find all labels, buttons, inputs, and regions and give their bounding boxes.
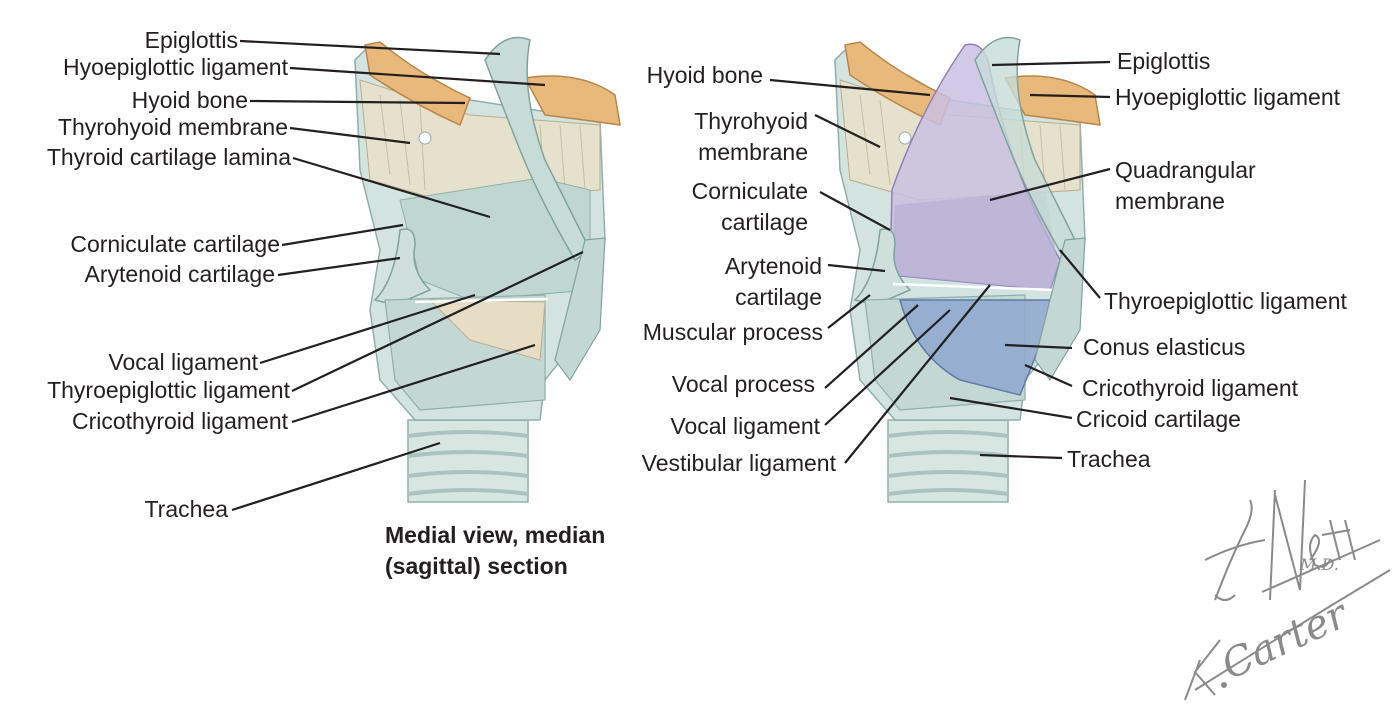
label-hyoid-bone-right: Hyoid bone — [646, 62, 763, 88]
label-quadrangular-membrane: Quadrangular membrane — [1115, 157, 1256, 214]
label-corniculate-cartilage-right: Corniculate cartilage — [691, 178, 808, 235]
left-hyoid-bone — [364, 41, 471, 127]
netter-signature: M.D. — [1204, 479, 1381, 601]
label-vestibular-ligament: Vestibular ligament — [641, 450, 836, 476]
left-larynx-illustration — [354, 36, 621, 503]
label-corniculate-cartilage-left: Corniculate cartilage — [70, 231, 280, 257]
label-thyroepiglottic-ligament-left: Thyroepiglottic ligament — [47, 377, 290, 403]
carter-signature: Carter — [1184, 569, 1391, 701]
caption-line-2: (sagittal) section — [385, 553, 568, 579]
label-hyoid-bone-left: Hyoid bone — [131, 87, 248, 113]
label-vocal-process: Vocal process — [671, 371, 815, 397]
caption-line-1: Medial view, median — [385, 522, 606, 548]
label-epiglottis-right: Epiglottis — [1117, 48, 1211, 74]
left-arytenoid-cartilage — [373, 228, 432, 306]
right-larynx-illustration — [834, 36, 1101, 503]
left-epiglottis — [484, 36, 591, 262]
label-conus-elasticus: Conus elasticus — [1083, 334, 1246, 360]
label-trachea-left: Trachea — [144, 496, 228, 522]
conus-elasticus — [899, 299, 1051, 396]
label-hyoepiglottic-ligament-right: Hyoepiglottic ligament — [1115, 84, 1341, 110]
label-arytenoid-cartilage-right: Arytenoid cartilage — [724, 253, 822, 310]
label-trachea-right: Trachea — [1067, 446, 1151, 472]
right-trachea-rings — [887, 419, 1009, 503]
label-cricoid-cartilage: Cricoid cartilage — [1076, 406, 1241, 432]
label-thyrohyoid-membrane-left: Thyrohyoid membrane — [57, 114, 288, 140]
right-epiglottis — [974, 36, 1081, 262]
label-thyroid-cartilage-lamina: Thyroid cartilage lamina — [46, 144, 291, 170]
label-epiglottis-left: Epiglottis — [144, 27, 238, 53]
label-thyrohyoid-membrane-right: Thyrohyoid membrane — [694, 108, 808, 165]
netter-signature-text: M.D. — [1299, 555, 1339, 574]
label-cricothyroid-ligament-left: Cricothyroid ligament — [71, 408, 288, 434]
label-vocal-ligament-left: Vocal ligament — [108, 349, 258, 375]
right-arytenoid-cartilage — [853, 228, 912, 306]
label-cricothyroid-ligament-right: Cricothyroid ligament — [1082, 375, 1299, 401]
label-hyoepiglottic-ligament-left: Hyoepiglottic ligament — [62, 54, 288, 80]
left-trachea-rings — [407, 419, 529, 503]
figure-caption: Medial view, median (sagittal) section — [385, 520, 605, 582]
label-thyroepiglottic-ligament-right: Thyroepiglottic ligament — [1104, 288, 1347, 314]
leader-lines — [231, 39, 1111, 512]
label-vocal-ligament-right: Vocal ligament — [670, 413, 820, 439]
label-arytenoid-cartilage-left: Arytenoid cartilage — [84, 261, 276, 287]
label-muscular-process: Muscular process — [642, 319, 823, 345]
carter-signature-text: Carter — [1215, 590, 1357, 689]
